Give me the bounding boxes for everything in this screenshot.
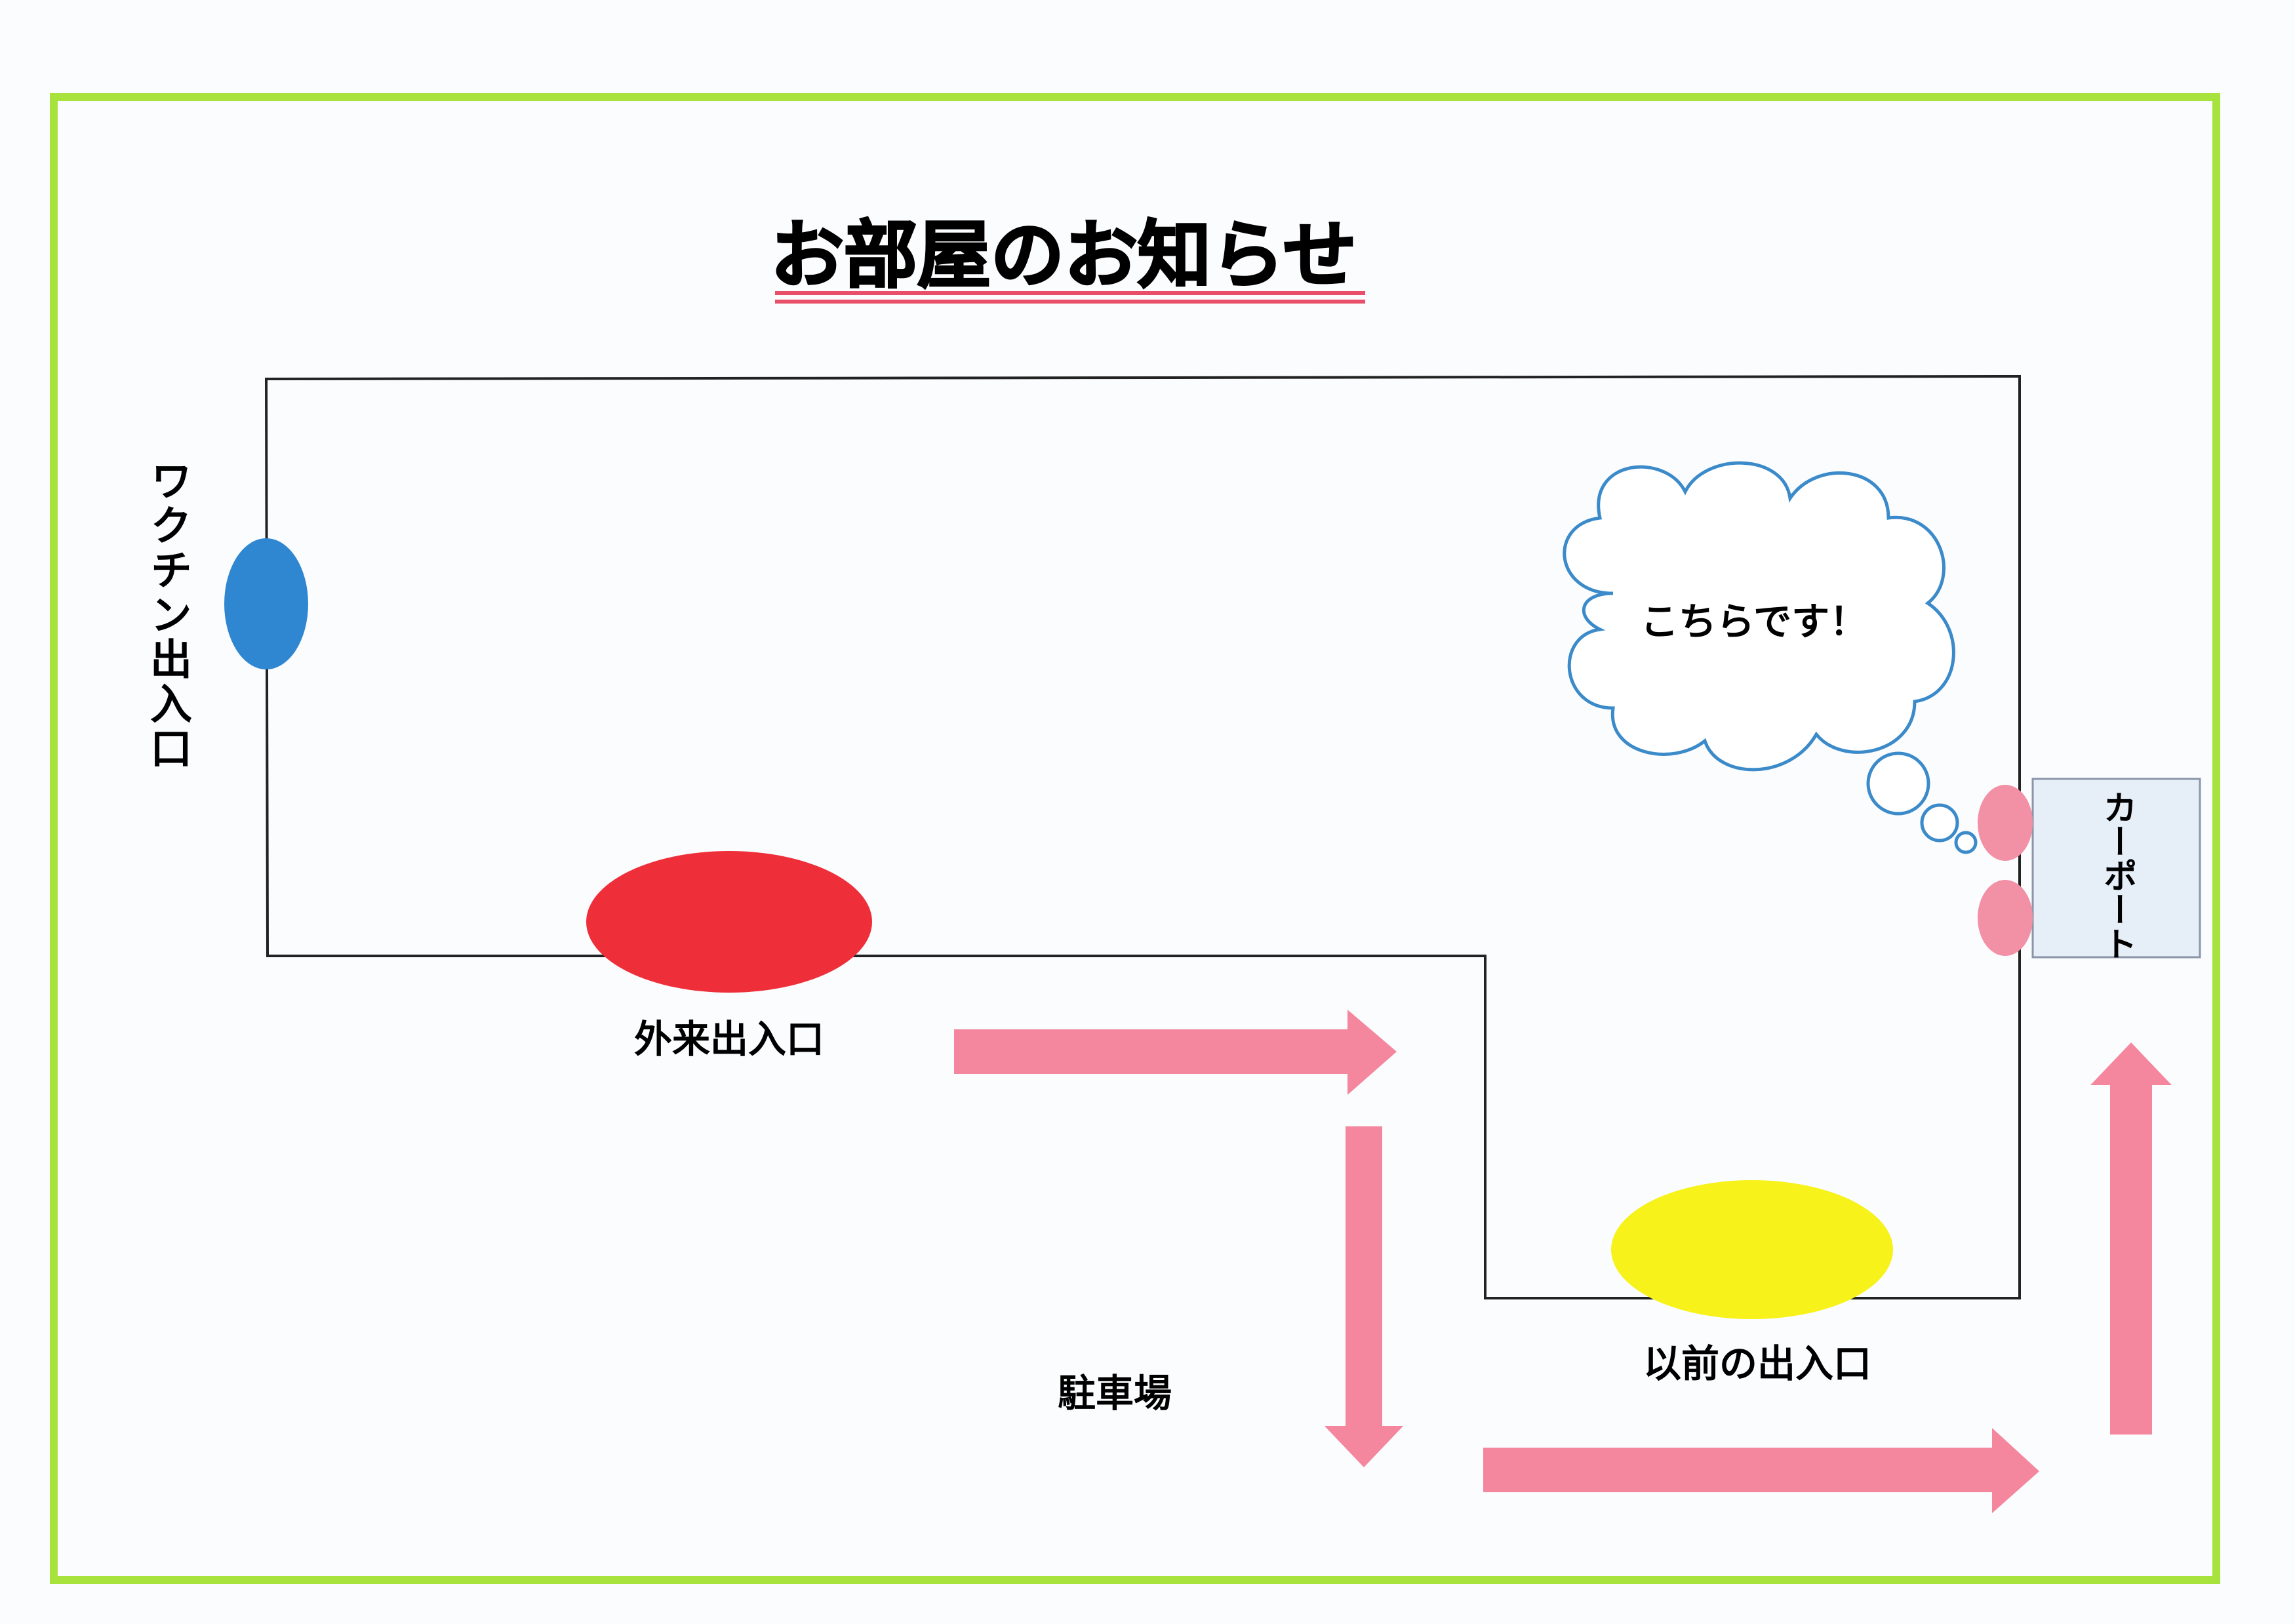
outpatient-entrance-marker (586, 851, 872, 993)
callout-text: こちらです！ (1641, 599, 1867, 644)
arrow-icon-up (2090, 1042, 2172, 1435)
thought-bubble-medium (1920, 803, 1959, 842)
carport-marker-top (1978, 785, 2033, 861)
carport-box (2031, 778, 2201, 959)
arrow-icon-right-top (954, 1010, 1397, 1095)
arrow-icon-down (1325, 1126, 1403, 1467)
carport-label: カーポート (2097, 790, 2136, 961)
previous-entrance-marker (1611, 1180, 1893, 1319)
page-title-group: お部屋のお知らせ (770, 212, 1365, 304)
arrow-icon-right-bottom (1483, 1428, 2039, 1513)
green-frame (50, 93, 2220, 1584)
callout-thought-cloud: こちらです！ (1563, 461, 1978, 854)
parking-label: 駐車場 (1058, 1371, 1172, 1416)
building-outline (264, 374, 2021, 1299)
outpatient-entrance-label: 外来出入口 (634, 1017, 824, 1061)
vaccine-entrance-marker (224, 538, 308, 669)
thought-cloud-icon (1563, 461, 1955, 772)
page-title: お部屋のお知らせ (770, 213, 1357, 298)
thought-bubble-large (1866, 751, 1930, 816)
thought-bubble-small (1954, 831, 1978, 854)
carport-marker-bottom (1978, 880, 2033, 956)
vaccine-entrance-label: ワクチン出入口 (143, 459, 192, 771)
route-arrows (954, 1010, 2172, 1513)
previous-entrance-label: 以前の出入口 (1643, 1341, 1871, 1386)
